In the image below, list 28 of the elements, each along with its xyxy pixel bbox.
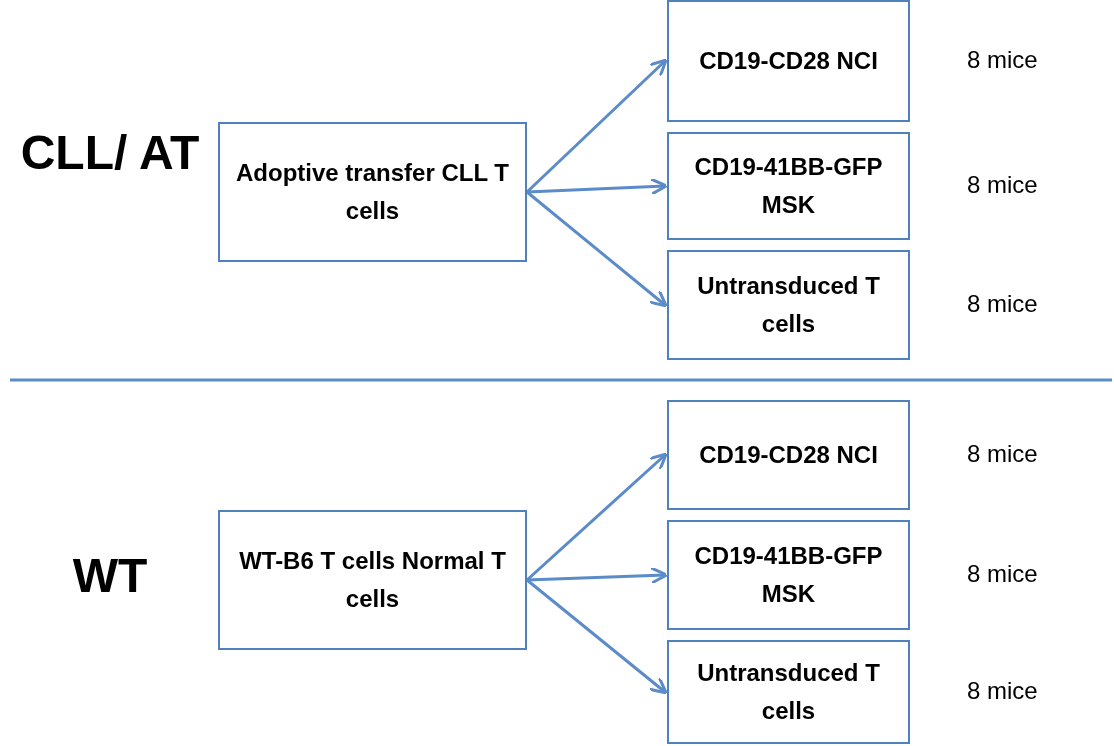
group-heading: WT bbox=[71, 548, 149, 604]
count-label: 8 mice bbox=[967, 440, 1038, 468]
group-heading: CLL/ AT bbox=[20, 125, 200, 181]
process-box bbox=[667, 400, 910, 510]
arrow bbox=[526, 177, 668, 196]
box-label: Adoptive transfer CLL T cells bbox=[235, 158, 510, 226]
count-label: 8 mice bbox=[967, 46, 1038, 74]
count-label: 8 mice bbox=[967, 560, 1038, 588]
count-label: 8 mice bbox=[967, 677, 1038, 705]
process-box bbox=[218, 510, 527, 650]
box-label: WT-B6 T cells Normal T cells bbox=[238, 546, 507, 614]
process-box bbox=[667, 0, 910, 122]
process-box bbox=[667, 640, 910, 744]
box-label: CD19-CD28 NCI bbox=[698, 46, 879, 76]
box-label: Untransduced T cells bbox=[696, 271, 881, 339]
box-label: Untransduced T cells bbox=[696, 658, 881, 726]
arrow bbox=[526, 566, 668, 585]
box-label: CD19-41BB-GFP MSK bbox=[693, 152, 884, 220]
arrow bbox=[526, 578, 668, 695]
process-box bbox=[667, 132, 910, 240]
box-label: CD19-CD28 NCI bbox=[698, 440, 879, 470]
process-box bbox=[667, 250, 910, 360]
box-label: CD19-41BB-GFP MSK bbox=[693, 541, 884, 609]
process-box bbox=[218, 122, 527, 262]
process-box bbox=[667, 520, 910, 630]
arrow bbox=[526, 190, 668, 308]
count-label: 8 mice bbox=[967, 171, 1038, 199]
count-label: 8 mice bbox=[967, 290, 1038, 318]
